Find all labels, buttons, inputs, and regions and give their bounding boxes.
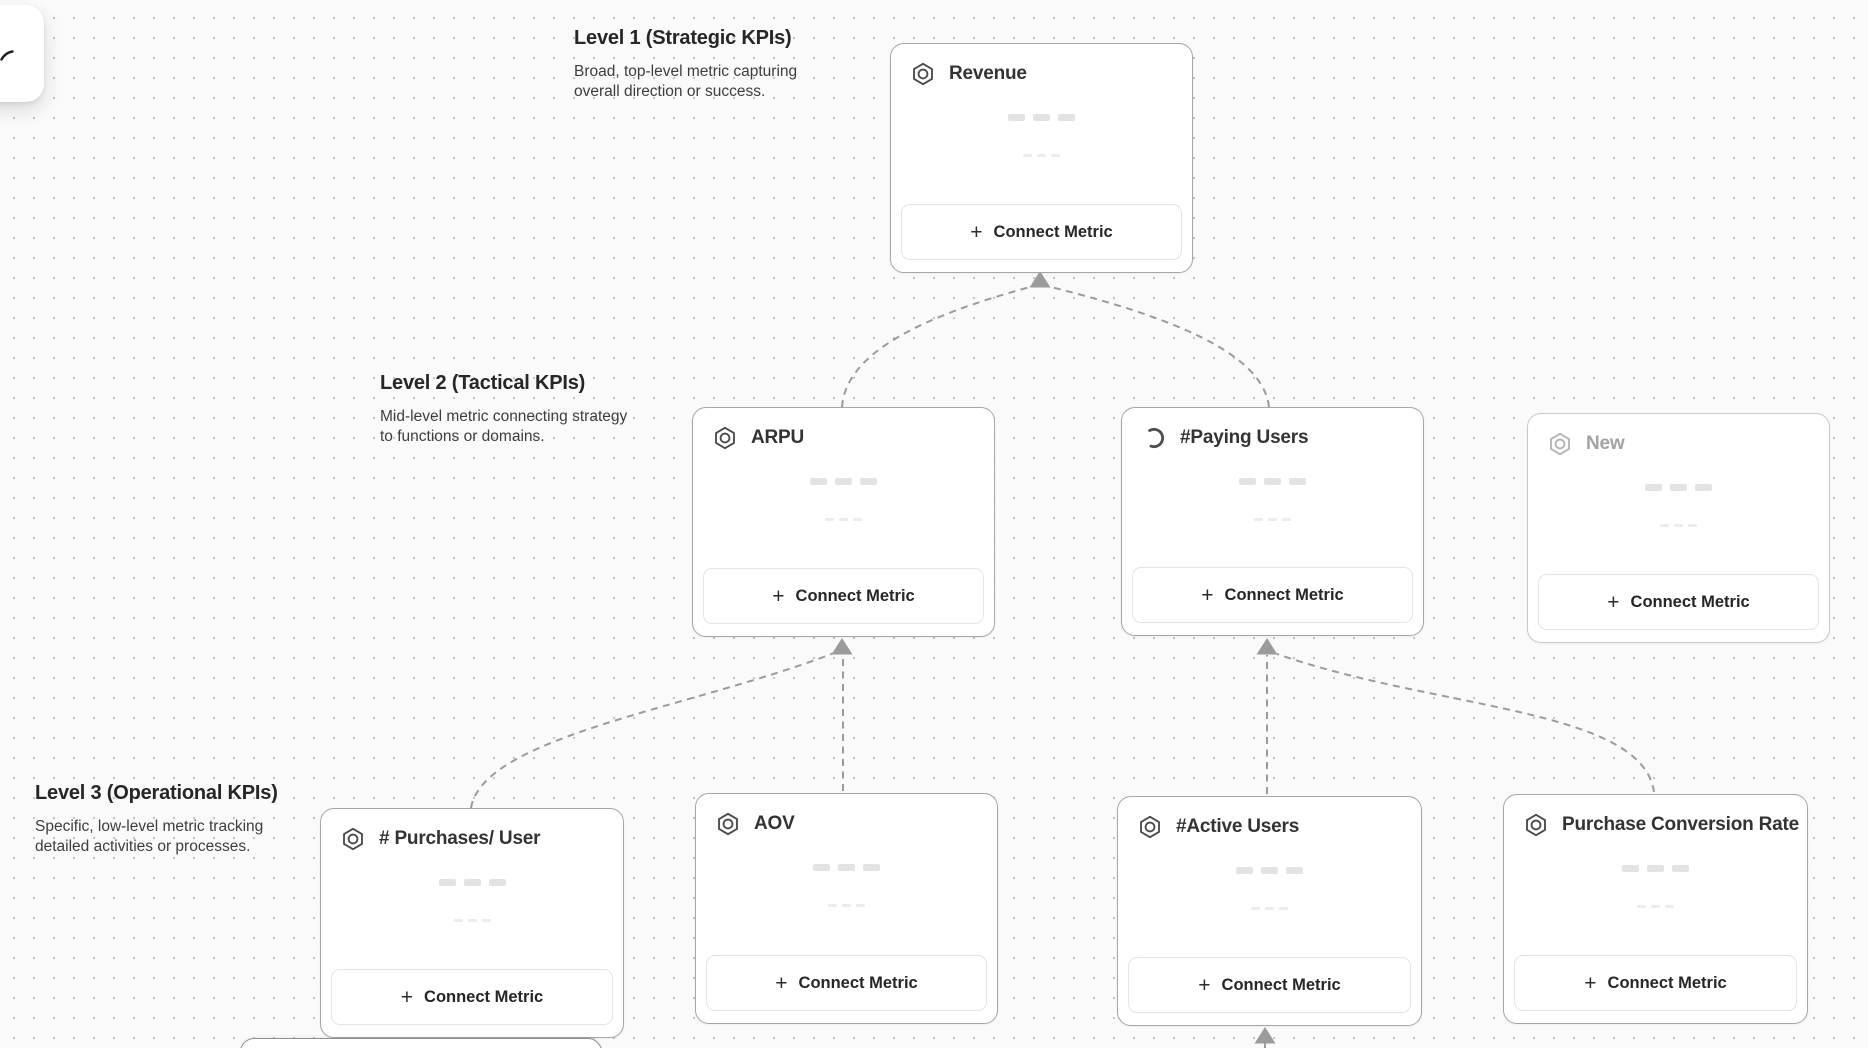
connect-metric-button[interactable]: + Connect Metric <box>331 969 613 1025</box>
hexagon-icon <box>715 426 735 450</box>
metric-card-new[interactable]: New + Connect Metric <box>1527 413 1830 643</box>
level-1-description: Broad, top-level metric capturing overal… <box>574 63 798 101</box>
level-1-title: Level 1 (Strategic KPIs) <box>574 27 792 49</box>
plus-icon: + <box>400 985 414 1009</box>
plus-icon: + <box>1584 971 1597 995</box>
metric-card-aov[interactable]: AOV + Connect Metric <box>695 793 998 1024</box>
edge-pcr-payingusers <box>1276 653 1655 793</box>
connect-metric-button[interactable]: + Connect Metric <box>1514 955 1797 1011</box>
level-3-description: Specific, low-level metric tracking deta… <box>35 818 264 856</box>
hexagon-icon <box>1140 815 1160 839</box>
card-header: New <box>1528 414 1829 457</box>
connect-metric-label: Connect Metric <box>1221 975 1341 994</box>
metric-placeholder <box>696 864 997 907</box>
hexagon-icon <box>913 62 933 86</box>
card-header: Purchase Conversion Rate <box>1504 795 1807 838</box>
metric-card-title: #Paying Users <box>1180 427 1309 448</box>
metric-placeholder <box>1122 478 1423 521</box>
arrowhead-payingusers <box>1256 638 1278 655</box>
connect-metric-label: Connect Metric <box>1607 973 1727 992</box>
metric-card-paying-users[interactable]: #Paying Users + Connect Metric <box>1121 407 1424 636</box>
hexagon-icon <box>1550 432 1570 456</box>
level-2-title: Level 2 (Tactical KPIs) <box>380 372 586 394</box>
plus-icon: + <box>970 220 983 244</box>
arrowhead-revenue <box>1029 271 1051 288</box>
connect-metric-label: Connect Metric <box>424 987 544 1006</box>
level-2-description: Mid-level metric connecting strategy to … <box>380 408 628 446</box>
partial-tool-icon <box>0 50 14 61</box>
hexagon-icon <box>1526 813 1546 837</box>
connect-metric-button[interactable]: + Connect Metric <box>706 955 987 1011</box>
connect-metric-button[interactable]: + Connect Metric <box>1128 957 1411 1013</box>
metric-card-title: AOV <box>754 813 795 834</box>
edge-purchases-arpu <box>470 652 835 809</box>
metric-placeholder <box>321 879 623 922</box>
plus-icon: + <box>775 971 788 995</box>
metric-card-title: Purchase Conversion Rate <box>1562 814 1800 835</box>
plus-icon: + <box>772 584 785 608</box>
connect-metric-label: Connect Metric <box>1630 592 1750 611</box>
metric-card-title: New <box>1586 433 1625 454</box>
metric-placeholder <box>891 114 1192 157</box>
metric-card-active-users[interactable]: #Active Users + Connect Metric <box>1117 796 1422 1026</box>
edge-arpu-revenue <box>841 286 1031 408</box>
level-1-heading: Level 1 (Strategic KPIs) Broad, top-leve… <box>574 27 826 103</box>
metric-placeholder <box>693 478 994 521</box>
level-3-heading: Level 3 (Operational KPIs) Specific, low… <box>35 782 287 858</box>
connect-metric-label: Connect Metric <box>993 222 1113 241</box>
spinner-icon <box>1143 427 1165 449</box>
arrowhead-activeusers <box>1254 1027 1276 1044</box>
connect-metric-button[interactable]: + Connect Metric <box>703 568 984 624</box>
metric-card-arpu[interactable]: ARPU + Connect Metric <box>692 407 995 637</box>
metric-card-title: Revenue <box>949 63 1027 84</box>
arrowhead-arpu <box>831 638 853 655</box>
plus-icon: + <box>1607 590 1620 614</box>
metric-card-partial-offscreen[interactable] <box>240 1038 602 1048</box>
card-header: #Active Users <box>1118 797 1421 840</box>
card-header: Revenue <box>891 44 1192 87</box>
connect-metric-button[interactable]: + Connect Metric <box>1132 567 1413 623</box>
metric-card-revenue[interactable]: Revenue + Connect Metric <box>890 43 1193 273</box>
connect-metric-button[interactable]: + Connect Metric <box>1538 574 1819 630</box>
edge-payingusers-revenue <box>1050 286 1270 408</box>
card-header: ARPU <box>693 408 994 451</box>
level-3-title: Level 3 (Operational KPIs) <box>35 782 278 804</box>
metric-placeholder <box>1118 867 1421 910</box>
card-header: #Paying Users <box>1122 408 1423 451</box>
card-header: AOV <box>696 794 997 837</box>
level-2-heading: Level 2 (Tactical KPIs) Mid-level metric… <box>380 372 632 448</box>
metric-placeholder <box>1504 865 1807 908</box>
metric-card-title: # Purchases/ User <box>379 828 541 849</box>
metric-placeholder <box>1528 484 1829 527</box>
connect-metric-button[interactable]: + Connect Metric <box>901 204 1182 260</box>
metric-card-purchases-per-user[interactable]: # Purchases/ User + Connect Metric <box>320 808 624 1038</box>
metric-card-title: #Active Users <box>1176 816 1300 837</box>
hexagon-icon <box>343 827 363 851</box>
connect-metric-label: Connect Metric <box>1224 585 1344 604</box>
floating-tool-panel[interactable] <box>0 5 44 102</box>
hexagon-icon <box>718 812 738 836</box>
connect-metric-label: Connect Metric <box>795 586 915 605</box>
card-header: # Purchases/ User <box>321 809 623 852</box>
plus-icon: + <box>1198 973 1211 997</box>
connect-metric-label: Connect Metric <box>798 973 918 992</box>
metric-card-purchase-conversion-rate[interactable]: Purchase Conversion Rate + Connect Metri… <box>1503 794 1808 1024</box>
plus-icon: + <box>1201 583 1214 607</box>
metric-card-title: ARPU <box>751 427 805 448</box>
